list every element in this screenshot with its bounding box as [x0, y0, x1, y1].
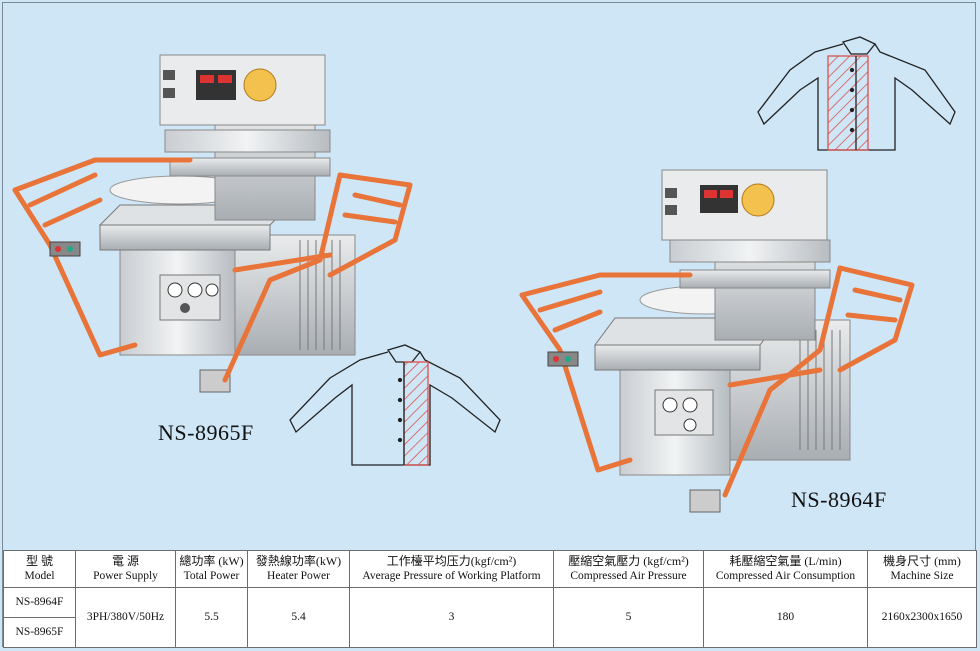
cell-machine-size: 2160x2300x1650	[867, 587, 977, 648]
table-row: NS-8964F 3PH/380V/50Hz 5.5 5.4 3 5 180 2…	[3, 587, 977, 648]
cell-total-power: 5.5	[175, 587, 248, 648]
cell-air-pressure: 5	[553, 587, 704, 648]
header-air-pressure: 壓縮空氣壓力 (kgf/cm²)Compressed Air Pressure	[553, 550, 704, 588]
cell-model: NS-8965F	[3, 617, 76, 648]
header-total-power: 總功率 (kW)Total Power	[175, 550, 248, 588]
header-machine-size: 機身尺寸 (mm)Machine Size	[867, 550, 977, 588]
header-air-consumption: 耗壓縮空氣量 (L/min)Compressed Air Consumption	[703, 550, 868, 588]
cell-avg-pressure: 3	[349, 587, 554, 648]
shirt-sketch-left	[289, 344, 501, 466]
cell-air-consumption: 180	[703, 587, 868, 648]
model-label-ns-8965f: NS-8965F	[158, 420, 254, 445]
machine-ns-8965f	[12, 54, 413, 393]
cell-model: NS-8964F	[3, 587, 76, 618]
table-row: NS-8965F	[3, 617, 977, 648]
machine-ns-8964f	[519, 169, 915, 513]
model-label-ns-8964f: NS-8964F	[791, 487, 887, 512]
cell-heater-power: 5.4	[247, 587, 350, 648]
cell-power-supply: 3PH/380V/50Hz	[75, 587, 176, 648]
shirt-sketch-right	[757, 36, 956, 151]
header-heater-power: 發熱線功率(kW)Heater Power	[247, 550, 350, 588]
product-illustrations	[12, 36, 956, 513]
header-avg-pressure: 工作檯平均压力(kgf/cm²)Average Pressure of Work…	[349, 550, 554, 588]
